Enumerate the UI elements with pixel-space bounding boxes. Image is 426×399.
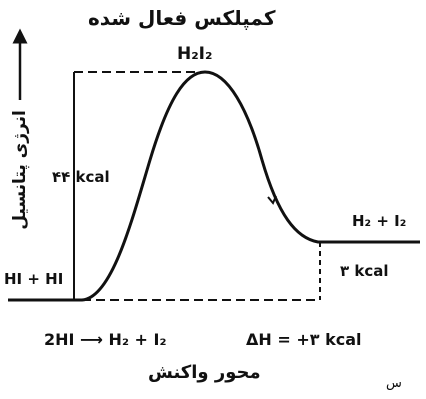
reaction-equation: 2HI ⟶ H₂ + I₂ — [44, 330, 167, 349]
curve-direction-arrow — [267, 195, 277, 205]
reactants-label: HI + HI — [4, 270, 64, 288]
products-label: H₂ + I₂ — [352, 212, 407, 230]
enthalpy-gap-label: ۳ kcal — [340, 262, 389, 280]
x-axis-label: محور واکنش — [148, 362, 261, 383]
activated-complex-label: H₂I₂ — [177, 44, 213, 64]
y-axis-label: انرژی پتانسیل — [10, 110, 30, 230]
diagram-title: کمپلکس فعال شده — [88, 6, 276, 30]
delta-h-label: ΔH = +۳ kcal — [246, 330, 362, 349]
page-corner-mark: س — [386, 376, 402, 391]
activation-energy-label: ۴۴ kcal — [52, 168, 110, 186]
